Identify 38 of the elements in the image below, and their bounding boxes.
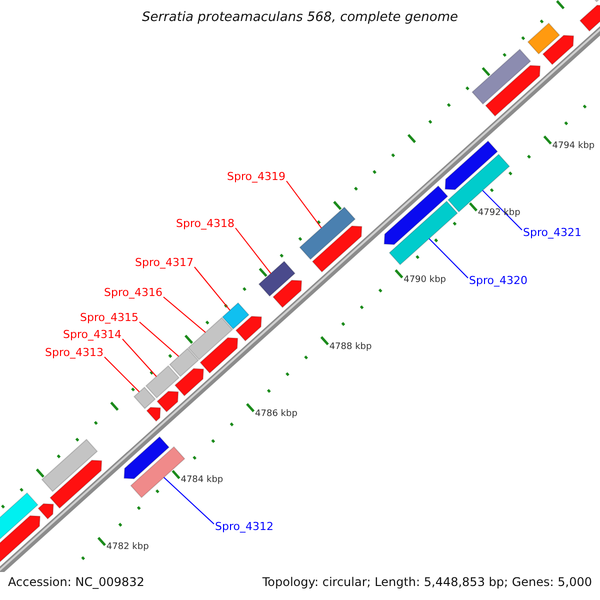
gene-label: Spro_4315 — [80, 312, 138, 323]
gene-bar — [222, 302, 250, 330]
tick-label: 4786 kbp — [255, 410, 298, 419]
tick-label: 4794 kbp — [552, 142, 595, 151]
tick-label: 4788 kbp — [329, 342, 372, 352]
leader-line — [428, 238, 468, 278]
gene-label: Spro_4321 — [523, 227, 582, 238]
gene-label: Spro_4313 — [45, 347, 104, 358]
leader-line — [286, 180, 322, 228]
gene-label: Spro_4312 — [215, 521, 274, 532]
tick-label: 4784 kbp — [180, 476, 224, 486]
gene-label: Spro_4314 — [63, 329, 122, 340]
accession-text: Accession: NC_009832 — [8, 576, 144, 588]
leader-line — [234, 228, 272, 274]
diagram-title: Serratia proteamaculans 568, complete genome — [140, 11, 460, 24]
gene-bar — [169, 348, 199, 378]
leader-line — [163, 476, 214, 524]
gene-label: Spro_4319 — [227, 171, 286, 182]
gene-bar — [188, 316, 234, 360]
gene-bar — [133, 386, 156, 410]
tick-label: 4792 kbp — [478, 208, 520, 218]
leader-line — [122, 338, 157, 377]
gene-bar — [145, 365, 180, 398]
gene-bar — [388, 200, 458, 266]
tick-label: 4790 kbp — [404, 276, 446, 285]
gene-bar — [299, 206, 356, 260]
gene-label: Spro_4316 — [104, 287, 162, 298]
leader-line — [162, 296, 206, 333]
leader-line — [104, 356, 140, 392]
leader-line — [194, 266, 230, 311]
genome-stats-text: Topology: circular; Length: 5,448,853 bp; Genes: 5,000 — [262, 576, 592, 588]
leader-line — [138, 322, 180, 357]
gene-label: Spro_4320 — [469, 275, 528, 286]
gene-bar — [258, 260, 296, 297]
gene-label: Spro_4317 — [135, 257, 194, 268]
tick-label: 4782 kbp — [106, 543, 149, 552]
gene-label: Spro_4318 — [176, 218, 234, 229]
leader-line — [482, 190, 522, 230]
